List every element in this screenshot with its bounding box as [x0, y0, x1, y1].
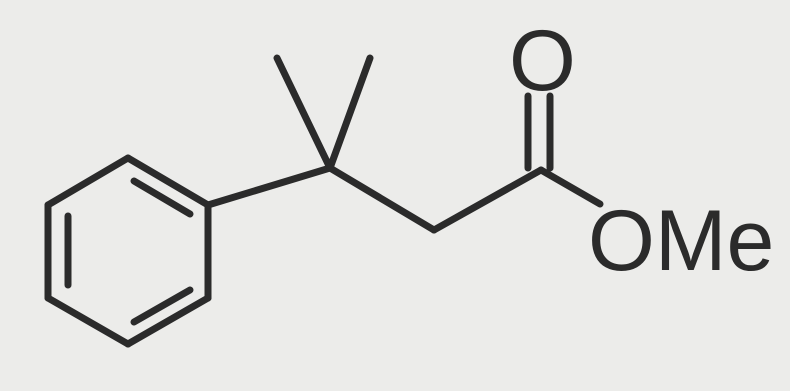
benzene-ring: [44, 154, 212, 348]
ring-bond-4: [44, 294, 132, 348]
methyl-bond-right: [326, 54, 374, 172]
ring-bond-6: [44, 154, 132, 209]
ring-bond-3: [124, 294, 212, 348]
quaternary-to-ch2-bond: [326, 164, 438, 234]
ch2-to-carbonyl-bond: [430, 166, 545, 234]
ester-group: O OMe: [509, 13, 774, 289]
quaternary-carbon-group: [204, 54, 545, 234]
ester-single-bond: [537, 166, 604, 208]
ester-label: OMe: [588, 193, 774, 289]
phenyl-to-quaternary-bond: [204, 164, 334, 209]
ring-double-bond-inner-1: [130, 177, 194, 218]
methyl-bond-left: [273, 54, 334, 172]
carbonyl-oxygen-label: O: [509, 13, 576, 109]
ring-double-bond-inner-2: [130, 286, 194, 326]
ring-bond-1: [124, 154, 212, 209]
